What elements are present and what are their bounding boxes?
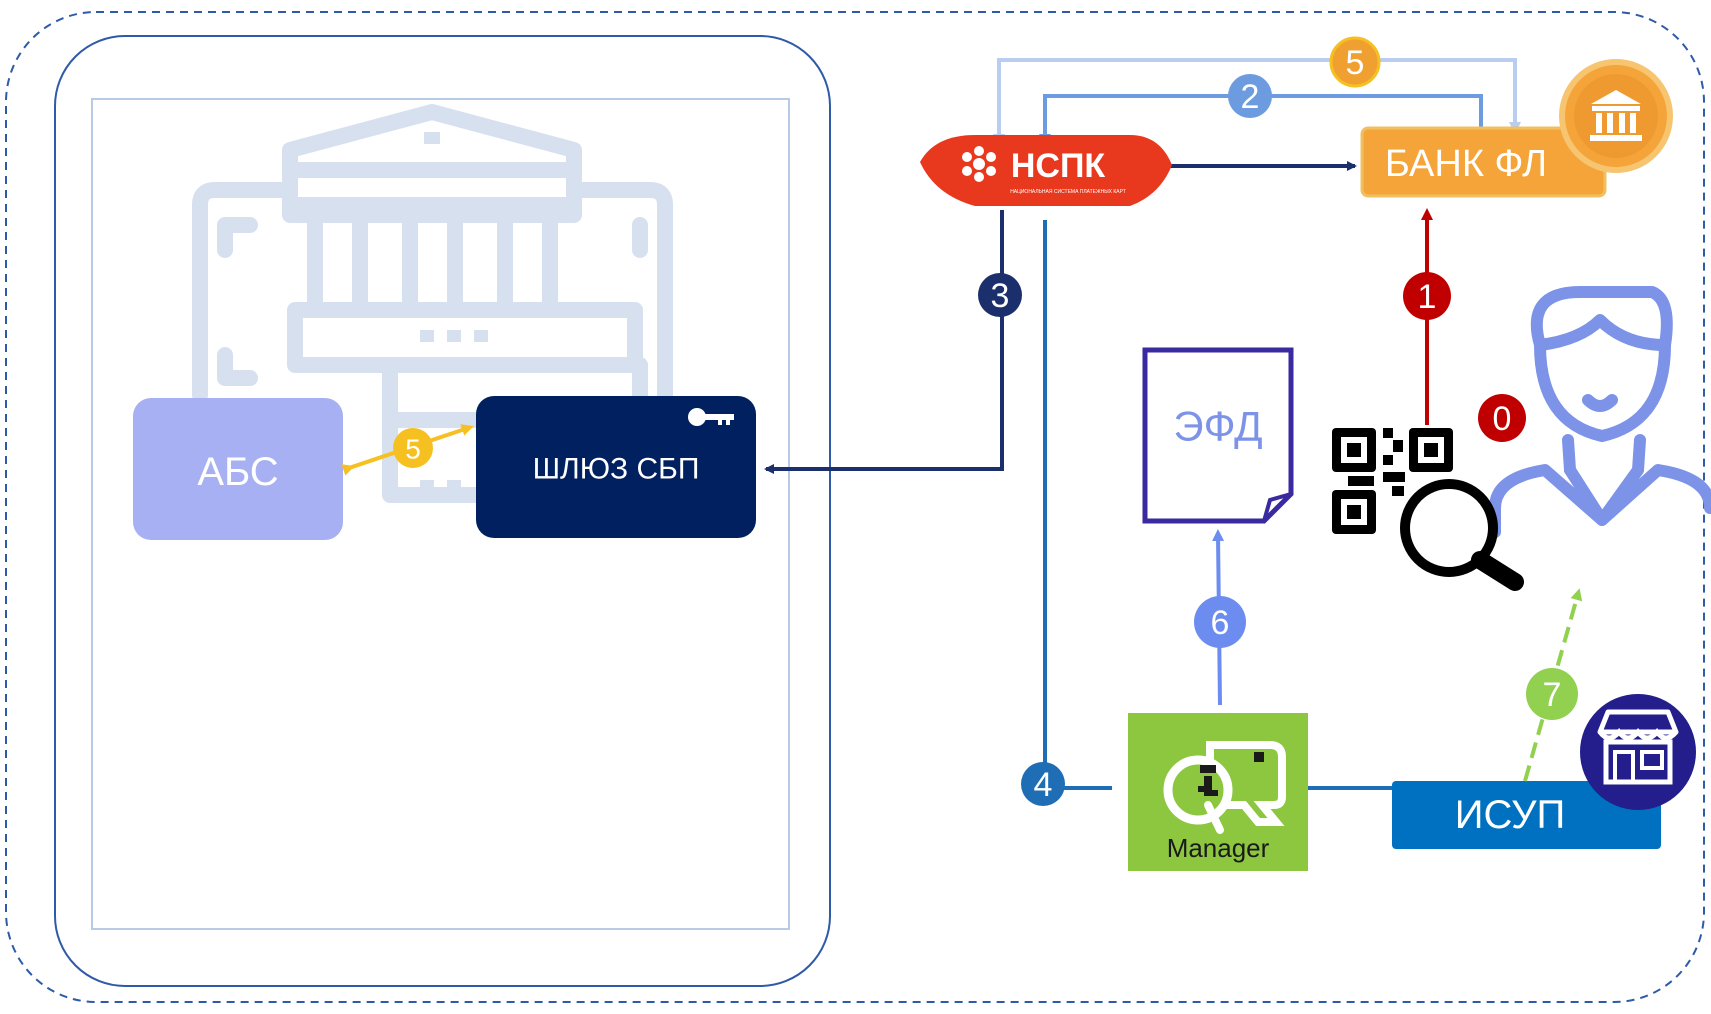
step-7-badge <box>1526 668 1578 720</box>
step-1-number: 1 <box>1418 278 1437 316</box>
step-3-badge <box>978 273 1022 317</box>
bank-building-windows <box>420 132 488 492</box>
step-0-badge <box>1478 394 1526 442</box>
abs-label: АБС <box>197 450 278 494</box>
bank-zone-inner-frame <box>91 98 790 930</box>
qr-manager-node: Manager <box>1128 713 1308 871</box>
bank-coin-icon <box>1559 59 1673 173</box>
step-4-badge <box>1021 762 1065 806</box>
step-4-number: 4 <box>1034 766 1053 804</box>
bank-zone-panel <box>54 35 831 987</box>
step-2-number: 2 <box>1241 78 1260 116</box>
step-5-line-right <box>1356 58 1521 134</box>
isup-label: ИСУП <box>1455 793 1565 837</box>
bank-fl-label: БАНК ФЛ <box>1385 143 1547 185</box>
nspk-node: НСПК НАЦИОНАЛЬНАЯ СИСТЕМА ПЛАТЕЖНЫХ КАРТ <box>920 135 1172 206</box>
step-6-badge <box>1194 596 1246 648</box>
isup-node: ИСУП <box>1392 781 1661 849</box>
shop-icon <box>1580 694 1696 810</box>
nspk-star-icon <box>962 146 996 182</box>
step-6-number: 6 <box>1211 604 1230 642</box>
sbp-gateway-label: ШЛЮЗ СБП <box>533 453 700 486</box>
key-icon <box>688 408 734 426</box>
step-5-inner-badge <box>393 428 433 468</box>
efd-document-icon: ЭФД <box>1142 347 1294 524</box>
step-3-number: 3 <box>991 277 1010 315</box>
step-1-badge <box>1403 272 1451 320</box>
step-7-number: 7 <box>1543 676 1562 714</box>
qr-code-icon <box>1332 428 1453 534</box>
abs-node: АБС <box>133 398 343 540</box>
magnifier-icon <box>1400 479 1524 591</box>
step-0-number: 0 <box>1493 400 1512 438</box>
step-4-line <box>1043 220 1112 790</box>
step-2-badge <box>1228 74 1272 118</box>
nspk-tagline: НАЦИОНАЛЬНАЯ СИСТЕМА ПЛАТЕЖНЫХ КАРТ <box>1010 189 1126 195</box>
step-5-line-left <box>993 58 1356 146</box>
step-5-inner-number: 5 <box>405 434 421 465</box>
qr-manager-logo-icon <box>1163 741 1286 834</box>
nspk-label: НСПК <box>1011 147 1106 185</box>
step-5-top-badge <box>1329 36 1381 88</box>
step-5-top-number: 5 <box>1346 44 1365 82</box>
efd-label: ЭФД <box>1173 403 1262 450</box>
person-icon <box>1489 286 1711 538</box>
qr-manager-label: Manager <box>1167 833 1270 863</box>
sbp-gateway-node: ШЛЮЗ СБП <box>476 396 756 538</box>
